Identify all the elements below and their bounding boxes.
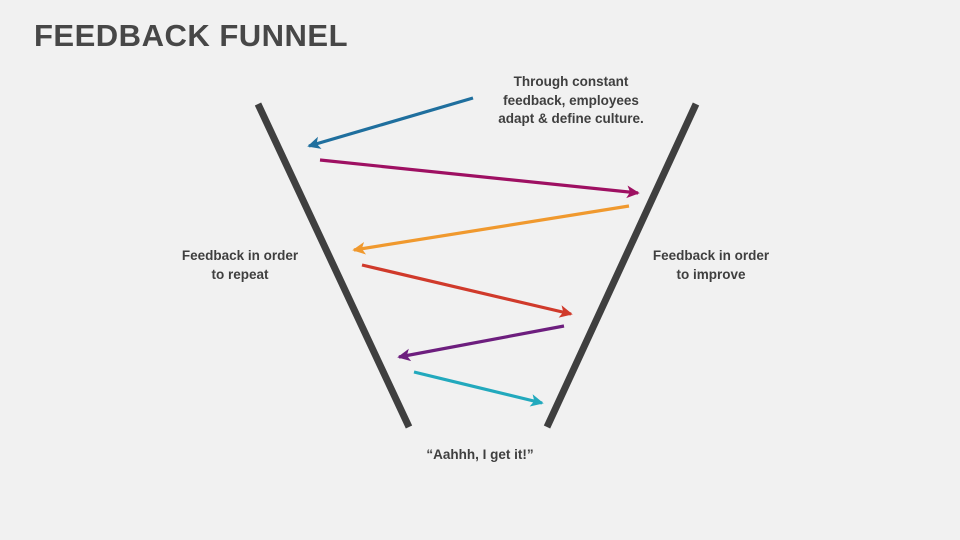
label-bottom-quote: “Aahhh, I get it!”: [426, 447, 534, 462]
arrow-4-red: [361, 263, 573, 318]
funnel-arrows-group: [307, 96, 640, 407]
arrow-6-teal: [413, 370, 544, 407]
arrow-1-blue: [307, 96, 474, 149]
funnel-sides-group: [254, 102, 700, 429]
page-title: FEEDBACK FUNNEL: [34, 18, 349, 53]
label-top-description: Through constant feedback, employees ada…: [498, 74, 644, 127]
arrow-2-magenta: [319, 158, 640, 199]
arrow-5-purple: [397, 324, 565, 362]
label-right-feedback-improve: Feedback in order to improve: [652, 248, 770, 282]
left-side: [254, 102, 413, 429]
right-side: [543, 102, 700, 429]
label-left-feedback-repeat: Feedback in order to repeat: [181, 248, 299, 282]
arrow-3-orange: [352, 204, 630, 255]
